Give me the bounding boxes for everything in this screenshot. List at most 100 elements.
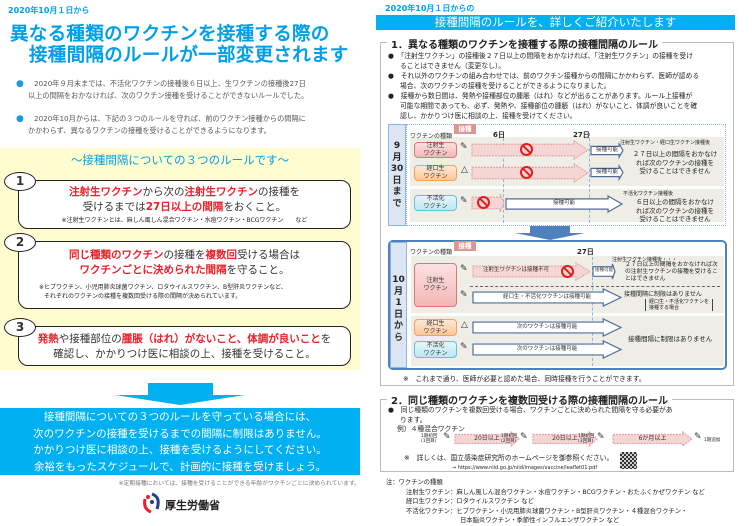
bullet-line: かかわらず、異なるワクチンの接種を受けることができるようになります。 xyxy=(28,126,271,135)
period-label-char: 日 xyxy=(393,309,403,320)
rule-text: 受ける場合は xyxy=(237,249,300,261)
dose-step: 1期初回(1回目) xyxy=(421,434,438,444)
bullet-line: 「注射生ワクチン」の接種後２７日以上の間隔をおかなければ、「注射生ワクチン」の接… xyxy=(400,52,693,60)
vaccine-type-inactivated: 不活化 ワクチン xyxy=(414,195,457,211)
no-limit-text: 接種間隔に制限はありません xyxy=(628,335,713,343)
period-label-char: 9 xyxy=(393,141,401,151)
syringe-icon: ✎ xyxy=(460,290,468,300)
rule-3-box: 発熱や接種部位の腫脹（はれ）がないこと、体調が良いことを 確認し、かかりつけ医に… xyxy=(18,326,351,366)
oral-vial-icon: △ xyxy=(461,165,468,175)
rule-text: 受けるまでは xyxy=(82,201,146,213)
rule-note: ※ヒブワクチン、小児用肺炎球菌ワクチン、ロタウイルスワクチン、B型肝炎ワクチンな… xyxy=(39,284,287,291)
transition-arrow-head-icon xyxy=(515,233,585,240)
vaccine-type-live-oral: 経口生 ワクチン xyxy=(414,319,457,336)
down-arrow-icon xyxy=(148,383,213,395)
syringe-icon: ✎ xyxy=(443,432,451,442)
rule-1-box: 注射生ワクチンから次の注射生ワクチンの接種を 受けるまでは27日以上の間隔をおく… xyxy=(18,180,351,229)
summary-line: かかりつけ医に相談の上、接種を受けるようにしてください。 xyxy=(33,444,327,456)
bullet-icon: ● xyxy=(388,92,401,100)
bullet-line: 可能な期間であっても、必ず、発熱や、接種部位の腫脹（はれ）がないこと、体調が良い… xyxy=(400,102,698,110)
blocked-arrow: 注射生ワクチンは接種不可 xyxy=(473,263,590,280)
intro-bullet: ● 2020年10月からは、下記の３つのルールを守れば、前のワクチン接種からの間… xyxy=(16,113,306,137)
vaccine-type-inactivated: 不活化 ワクチン xyxy=(414,341,457,358)
summary-line: 接種間隔についての３つのルールを守っている場合には、 xyxy=(43,411,317,423)
divider xyxy=(470,286,720,287)
rule-text: を守ること。 xyxy=(226,264,290,276)
live-after-text: ２７日以上の間隔をおかなければ次の注射生ワクチンの接種を受けることはできません xyxy=(625,262,718,282)
rule-text-highlight: 複数回 xyxy=(205,249,238,261)
ok-arrow: 接種可能 xyxy=(591,144,623,157)
syringe-icon: ✎ xyxy=(694,432,702,442)
rule-text: の接種を xyxy=(258,186,300,198)
rule-text: の接種を xyxy=(163,249,206,261)
ok-arrow: 経口生・不活化ワクチンは接種可能 xyxy=(473,289,621,306)
interval-arrow: 20日以上 xyxy=(455,432,519,446)
oral-vial-icon: △ xyxy=(461,320,468,330)
rule-text: や接種部位の xyxy=(58,333,122,345)
reference-note: ※ 詳しくは、国立感染症研究所のホームページを御参照ください。 xyxy=(404,454,614,462)
down-arrow-head-icon xyxy=(115,395,245,405)
ok-arrow: 接種可能 xyxy=(506,196,622,212)
period-label-char: 10 xyxy=(392,275,405,285)
section-1-title: 1．異なる種類のワクチンを接種する際の接種間隔のルール xyxy=(387,36,662,51)
inactivated-after-header: 不活化ワクチン接種後 xyxy=(623,191,674,197)
syringe-icon: ✎ xyxy=(597,432,605,442)
syringe-icon: ✎ xyxy=(460,196,468,206)
bullet-icon: ● xyxy=(388,72,401,80)
reference-link[interactable]: ⇒ https://www.niid.go.jp/niid/images/vac… xyxy=(452,465,598,471)
inject-badge: 接種 xyxy=(454,124,476,134)
prohibited-icon xyxy=(561,265,574,278)
rule-text-highlight: 発熱 xyxy=(37,333,59,345)
syringe-icon: ✎ xyxy=(460,342,468,352)
rule-text: を xyxy=(320,333,332,345)
bullet-line: ることはできません（変更なし）。 xyxy=(400,62,506,70)
bullet-line: 接種から数日間は、発熱や接種部位の腫脹（はれ）などが出ることがあります。ルール上… xyxy=(400,92,693,100)
dose-step: 1期追加 xyxy=(704,438,721,443)
period-label-char: 月 xyxy=(393,286,403,297)
period-label-char: で xyxy=(392,198,402,209)
detail-date: 2020年10月１日からの xyxy=(385,4,475,13)
no-limit-text: 接種間隔に制限はありません xyxy=(624,291,702,298)
summary-line: 余裕をもったスケジュールで、計画的に接種を受けましょう。 xyxy=(33,460,327,473)
live-after-header: 注射生ワクチン・経口生ワクチン接種後 xyxy=(620,140,711,146)
summary-box: 接種間隔についての３つのルールを守っている場合には、 次のワクチンの接種を受ける… xyxy=(0,408,360,475)
bullet-line: 認し、かかりつけ医に相談の上、接種を受けてください。 xyxy=(400,112,577,120)
period-label-char: 日 xyxy=(392,175,402,186)
day6-label: 6日 xyxy=(493,131,505,139)
rule-text: をおくこと。 xyxy=(223,201,287,213)
rule-text-highlight: ワクチンごとに決められた間隔 xyxy=(79,264,227,276)
ok-arrow: 接種可能 xyxy=(591,166,623,179)
dose-step: 1期初回(3回目) xyxy=(578,434,595,444)
day27-label: 27日 xyxy=(573,131,590,139)
bullet-icon: ● xyxy=(388,406,401,414)
bullet-line: 場合、次のワクチンの接種を受けることができるようになりました。 xyxy=(400,82,611,90)
day27-label: 27日 xyxy=(577,248,594,256)
rule-text-highlight: 注射生ワクチン xyxy=(184,186,259,198)
rule-text-highlight: 注射生ワクチン xyxy=(69,186,143,198)
vaccine-types-note: 注：ワクチンの種類 注射生ワクチン：麻しん風しん混合ワクチン・水痘ワクチン・BC… xyxy=(386,479,705,524)
detail-banner: 接種間隔のルールを、詳しくご紹介いたします xyxy=(376,15,735,30)
live-after-text: ２７日以上の間隔をおかなければ次のワクチンの接種を受けることはできません xyxy=(632,150,718,175)
ok-arrow: 次のワクチンは接種可能 xyxy=(473,341,621,358)
prohibited-icon xyxy=(477,196,490,209)
day27-line xyxy=(589,133,590,223)
main-title-line2: 接種間隔のルールが一部変更されます xyxy=(29,45,349,66)
after-diagram xyxy=(388,240,727,370)
section-2-title: 2．同じ種類のワクチンを複数回受ける際の接種間隔のルール xyxy=(387,392,672,407)
period-label-char: 月 xyxy=(392,152,402,163)
intro-bullet: ● 2020年９月末までは、不活化ワクチンの接種後６日以上、生ワクチンの接種後2… xyxy=(16,78,308,102)
bullet-line: 2020年９月末までは、不活化ワクチンの接種後６日以上、生ワクチンの接種後27日 xyxy=(34,79,306,88)
inject-badge: 接種 xyxy=(454,241,476,251)
transition-arrow-icon xyxy=(530,226,570,233)
period-label-char: 30 xyxy=(390,164,404,174)
rule-note: それぞれのワクチンの接種を複数回受ける際の間隔が決められています。 xyxy=(44,293,242,300)
qr-code-icon xyxy=(620,452,637,469)
day27-line xyxy=(592,252,593,366)
rule-2-box: 同じ種類のワクチンの接種を複数回受ける場合は ワクチンごとに決められた間隔を守る… xyxy=(18,241,351,309)
inactivated-after-text: ６日以上の間隔をおかなければ次のワクチンの接種を受けることはできません xyxy=(636,198,714,223)
column-header: ワクチンの種類 xyxy=(410,133,453,140)
before-diagram xyxy=(406,124,726,226)
syringe-icon: ✎ xyxy=(520,432,528,442)
